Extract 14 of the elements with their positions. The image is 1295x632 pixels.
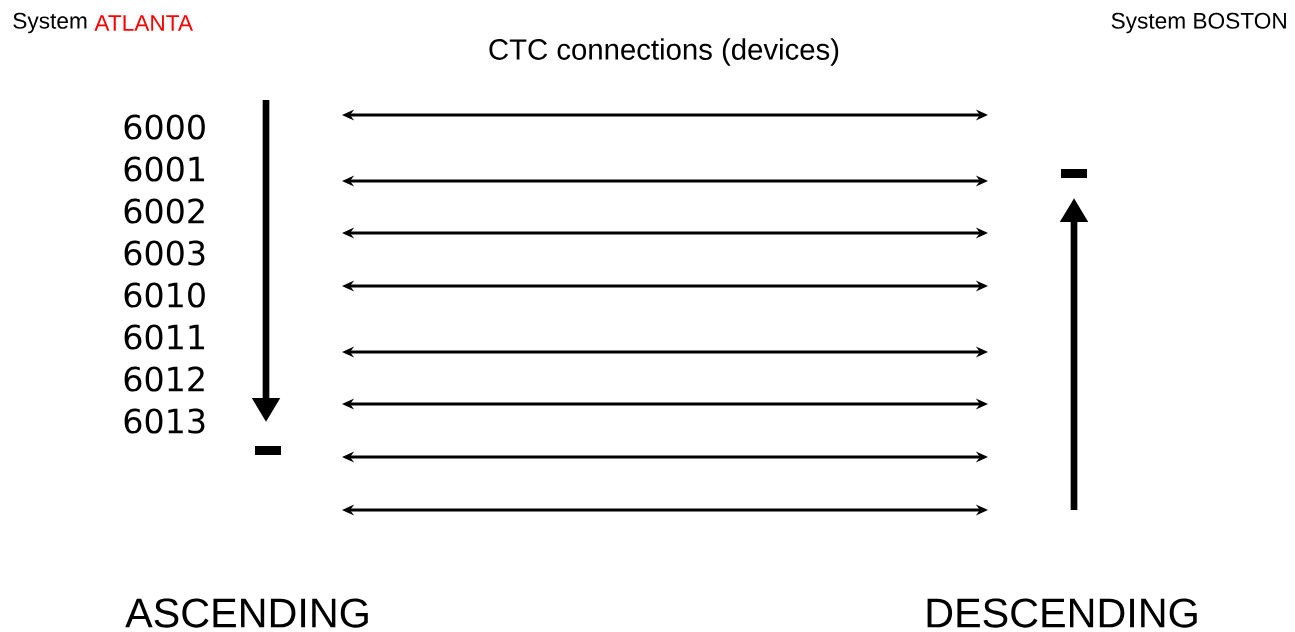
system-name: ATLANTA	[94, 15, 193, 31]
direction-label: DESCENDING	[927, 598, 1197, 628]
system-label: System BOSTON	[1111, 12, 1286, 34]
device-number: 6010	[124, 282, 205, 308]
device-number: 6001	[124, 156, 204, 182]
title: CTC connections (devices)	[489, 38, 839, 66]
device-number: 6012	[124, 366, 204, 392]
device-number: 6013	[124, 408, 205, 434]
device-number: 6003	[124, 240, 205, 266]
device-number: 6002	[124, 198, 204, 224]
direction-label: ASCENDING	[125, 598, 368, 628]
device-number: 6011	[124, 324, 204, 350]
device-number: 6000	[124, 114, 205, 140]
system-label: System	[13, 12, 87, 34]
